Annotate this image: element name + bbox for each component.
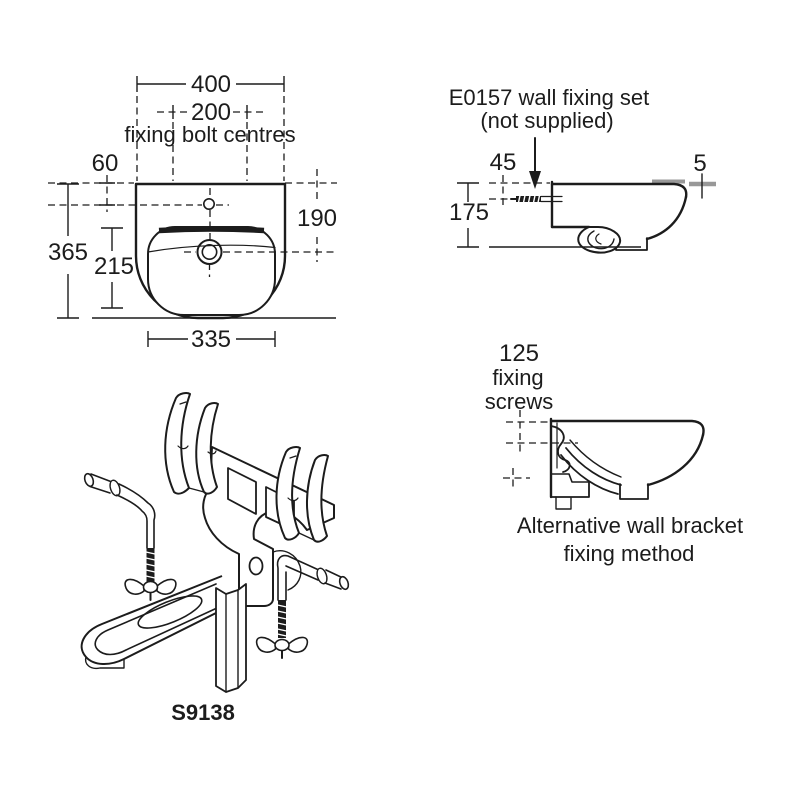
alt-bracket-foot	[550, 473, 591, 483]
alt-profile-top	[549, 419, 705, 437]
dim-125: 125	[499, 340, 539, 367]
alt-profile-notch	[555, 496, 572, 510]
left-bolt-collar	[109, 479, 121, 497]
side-view: E0157 wall fixing set (not supplied) 5 4…	[449, 85, 716, 254]
alt-profile-bottom-step	[550, 482, 590, 498]
bowl-rim-shadow	[158, 226, 265, 234]
dim-60: 60	[92, 150, 119, 177]
bracket-bottom-rail	[80, 575, 239, 670]
dim-215: 215	[94, 253, 134, 280]
dim-365: 365	[48, 239, 88, 266]
bowl-water-line	[147, 244, 276, 253]
bracket-vertical-channel	[215, 583, 247, 693]
alt-caption-line2: fixing method	[564, 541, 695, 566]
alt-trap-curve1	[565, 447, 622, 486]
dim-45-lines	[489, 175, 550, 207]
screws-label-line1: fixing	[492, 365, 543, 390]
dim-175-line	[457, 182, 479, 248]
pointer-arrow-head	[529, 171, 541, 189]
basin-front-bowl	[147, 226, 276, 316]
screw-thread-ticks	[517, 195, 541, 203]
bracket-right-claw	[275, 446, 329, 543]
bracket-kit-illustration: S9138	[80, 392, 350, 725]
waste-inner-ring	[201, 244, 218, 261]
dim-200-ticks	[172, 105, 248, 119]
dim-45: 45	[490, 149, 517, 176]
dim-400: 400	[191, 71, 231, 98]
left-bolt-wing-nut	[124, 578, 177, 601]
alt-trap-curve3	[560, 454, 619, 495]
alt-dim-lines	[503, 410, 578, 488]
right-bolt-wing-nut	[255, 636, 309, 659]
waste-outer-ring	[196, 239, 223, 265]
extension-lines-horizontal	[48, 182, 337, 253]
fixing-set-caption-line1: E0157 wall fixing set	[449, 85, 650, 110]
dim-60-ticks	[99, 182, 115, 206]
bolt-centres-label: fixing bolt centres	[124, 122, 295, 147]
dim-335: 335	[191, 326, 231, 353]
centre-lines	[208, 188, 211, 277]
dim-215-line	[101, 227, 123, 309]
bracket-plate-hole	[248, 556, 264, 576]
dim-175: 175	[449, 199, 489, 226]
bracket-plate-window-left	[227, 467, 257, 515]
dim-335-line	[147, 331, 276, 347]
alt-trap-curve2	[569, 439, 622, 478]
alt-profile-outlet	[619, 483, 649, 500]
side-profile-trap-inner2	[595, 233, 602, 245]
left-wall-bolt	[83, 472, 177, 601]
dim-5: 5	[693, 150, 706, 177]
right-wall-bolt	[255, 554, 350, 659]
bracket-left-claw	[164, 392, 219, 495]
alt-profile-front-curve	[646, 433, 705, 487]
alt-caption-line1: Alternative wall bracket	[517, 513, 743, 538]
right-bolt-collar	[316, 567, 328, 585]
rail-slot-hole	[137, 595, 203, 629]
dim-200: 200	[191, 99, 231, 126]
dim-365-line	[57, 183, 79, 319]
screws-label-line2: screws	[485, 389, 553, 414]
alternative-fixing-view: 125 fixing screws Alternative wall brack…	[485, 340, 743, 566]
screw-shank	[540, 195, 563, 203]
bracket-plate-boss	[272, 550, 302, 591]
dim-400-line	[136, 76, 285, 92]
side-profile-front-curve	[645, 195, 688, 241]
dim-190: 190	[297, 205, 337, 232]
fixing-set-caption-line2: (not supplied)	[480, 108, 613, 133]
side-profile-top	[550, 182, 688, 199]
bracket-part-number: S9138	[171, 700, 235, 725]
tap-hole	[203, 198, 216, 211]
front-view: 60 400 200 fixing bolt centres 365 215 1…	[48, 71, 337, 353]
right-bolt-end-cap	[338, 575, 350, 591]
side-profile-trap-inner	[587, 230, 615, 250]
